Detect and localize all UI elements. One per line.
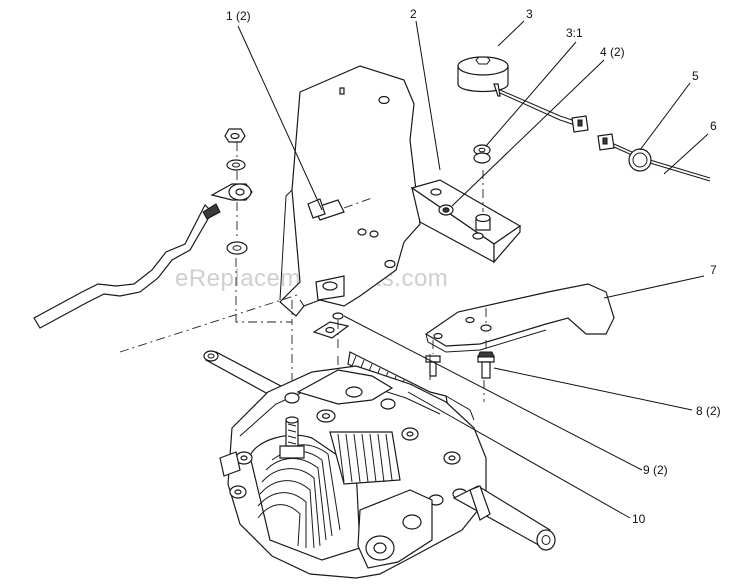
callout-3-1: 3:1 (566, 26, 583, 40)
leader-8 (493, 367, 693, 411)
callout-2: 2 (410, 7, 417, 21)
leader-1 (237, 25, 323, 211)
bracket-bolt (307, 197, 373, 221)
mounting-bracket (279, 65, 421, 317)
callout-4: 4 (2) (600, 45, 625, 59)
leader-10 (407, 391, 631, 519)
callout-5: 5 (692, 69, 699, 83)
leader-lines (237, 20, 709, 519)
callout-7: 7 (710, 263, 717, 277)
callout-6: 6 (710, 119, 717, 133)
callout-10: 10 (632, 512, 646, 526)
leader-2 (415, 20, 441, 171)
cable-tie (628, 148, 652, 172)
leader-4 (451, 59, 605, 207)
pivot-fastener (312, 312, 350, 352)
cover-plate (424, 283, 615, 353)
leader-7 (603, 275, 705, 299)
leader-5 (639, 82, 691, 151)
plate-screw (438, 204, 454, 216)
callout-8: 8 (2) (696, 404, 721, 418)
leader-31 (485, 41, 577, 147)
leader-9 (343, 315, 643, 471)
sensor-module (457, 56, 579, 127)
callout-9: 9 (2) (643, 463, 668, 477)
transaxle (203, 350, 556, 579)
leader-6 (663, 133, 709, 175)
control-rod (33, 203, 221, 329)
leader-3 (497, 20, 525, 47)
rod-end-stack (210, 128, 253, 255)
callout-1: 1 (2) (226, 9, 251, 23)
sensor-washer (473, 144, 491, 164)
callout-3: 3 (526, 7, 533, 21)
switch-plate (410, 170, 522, 264)
